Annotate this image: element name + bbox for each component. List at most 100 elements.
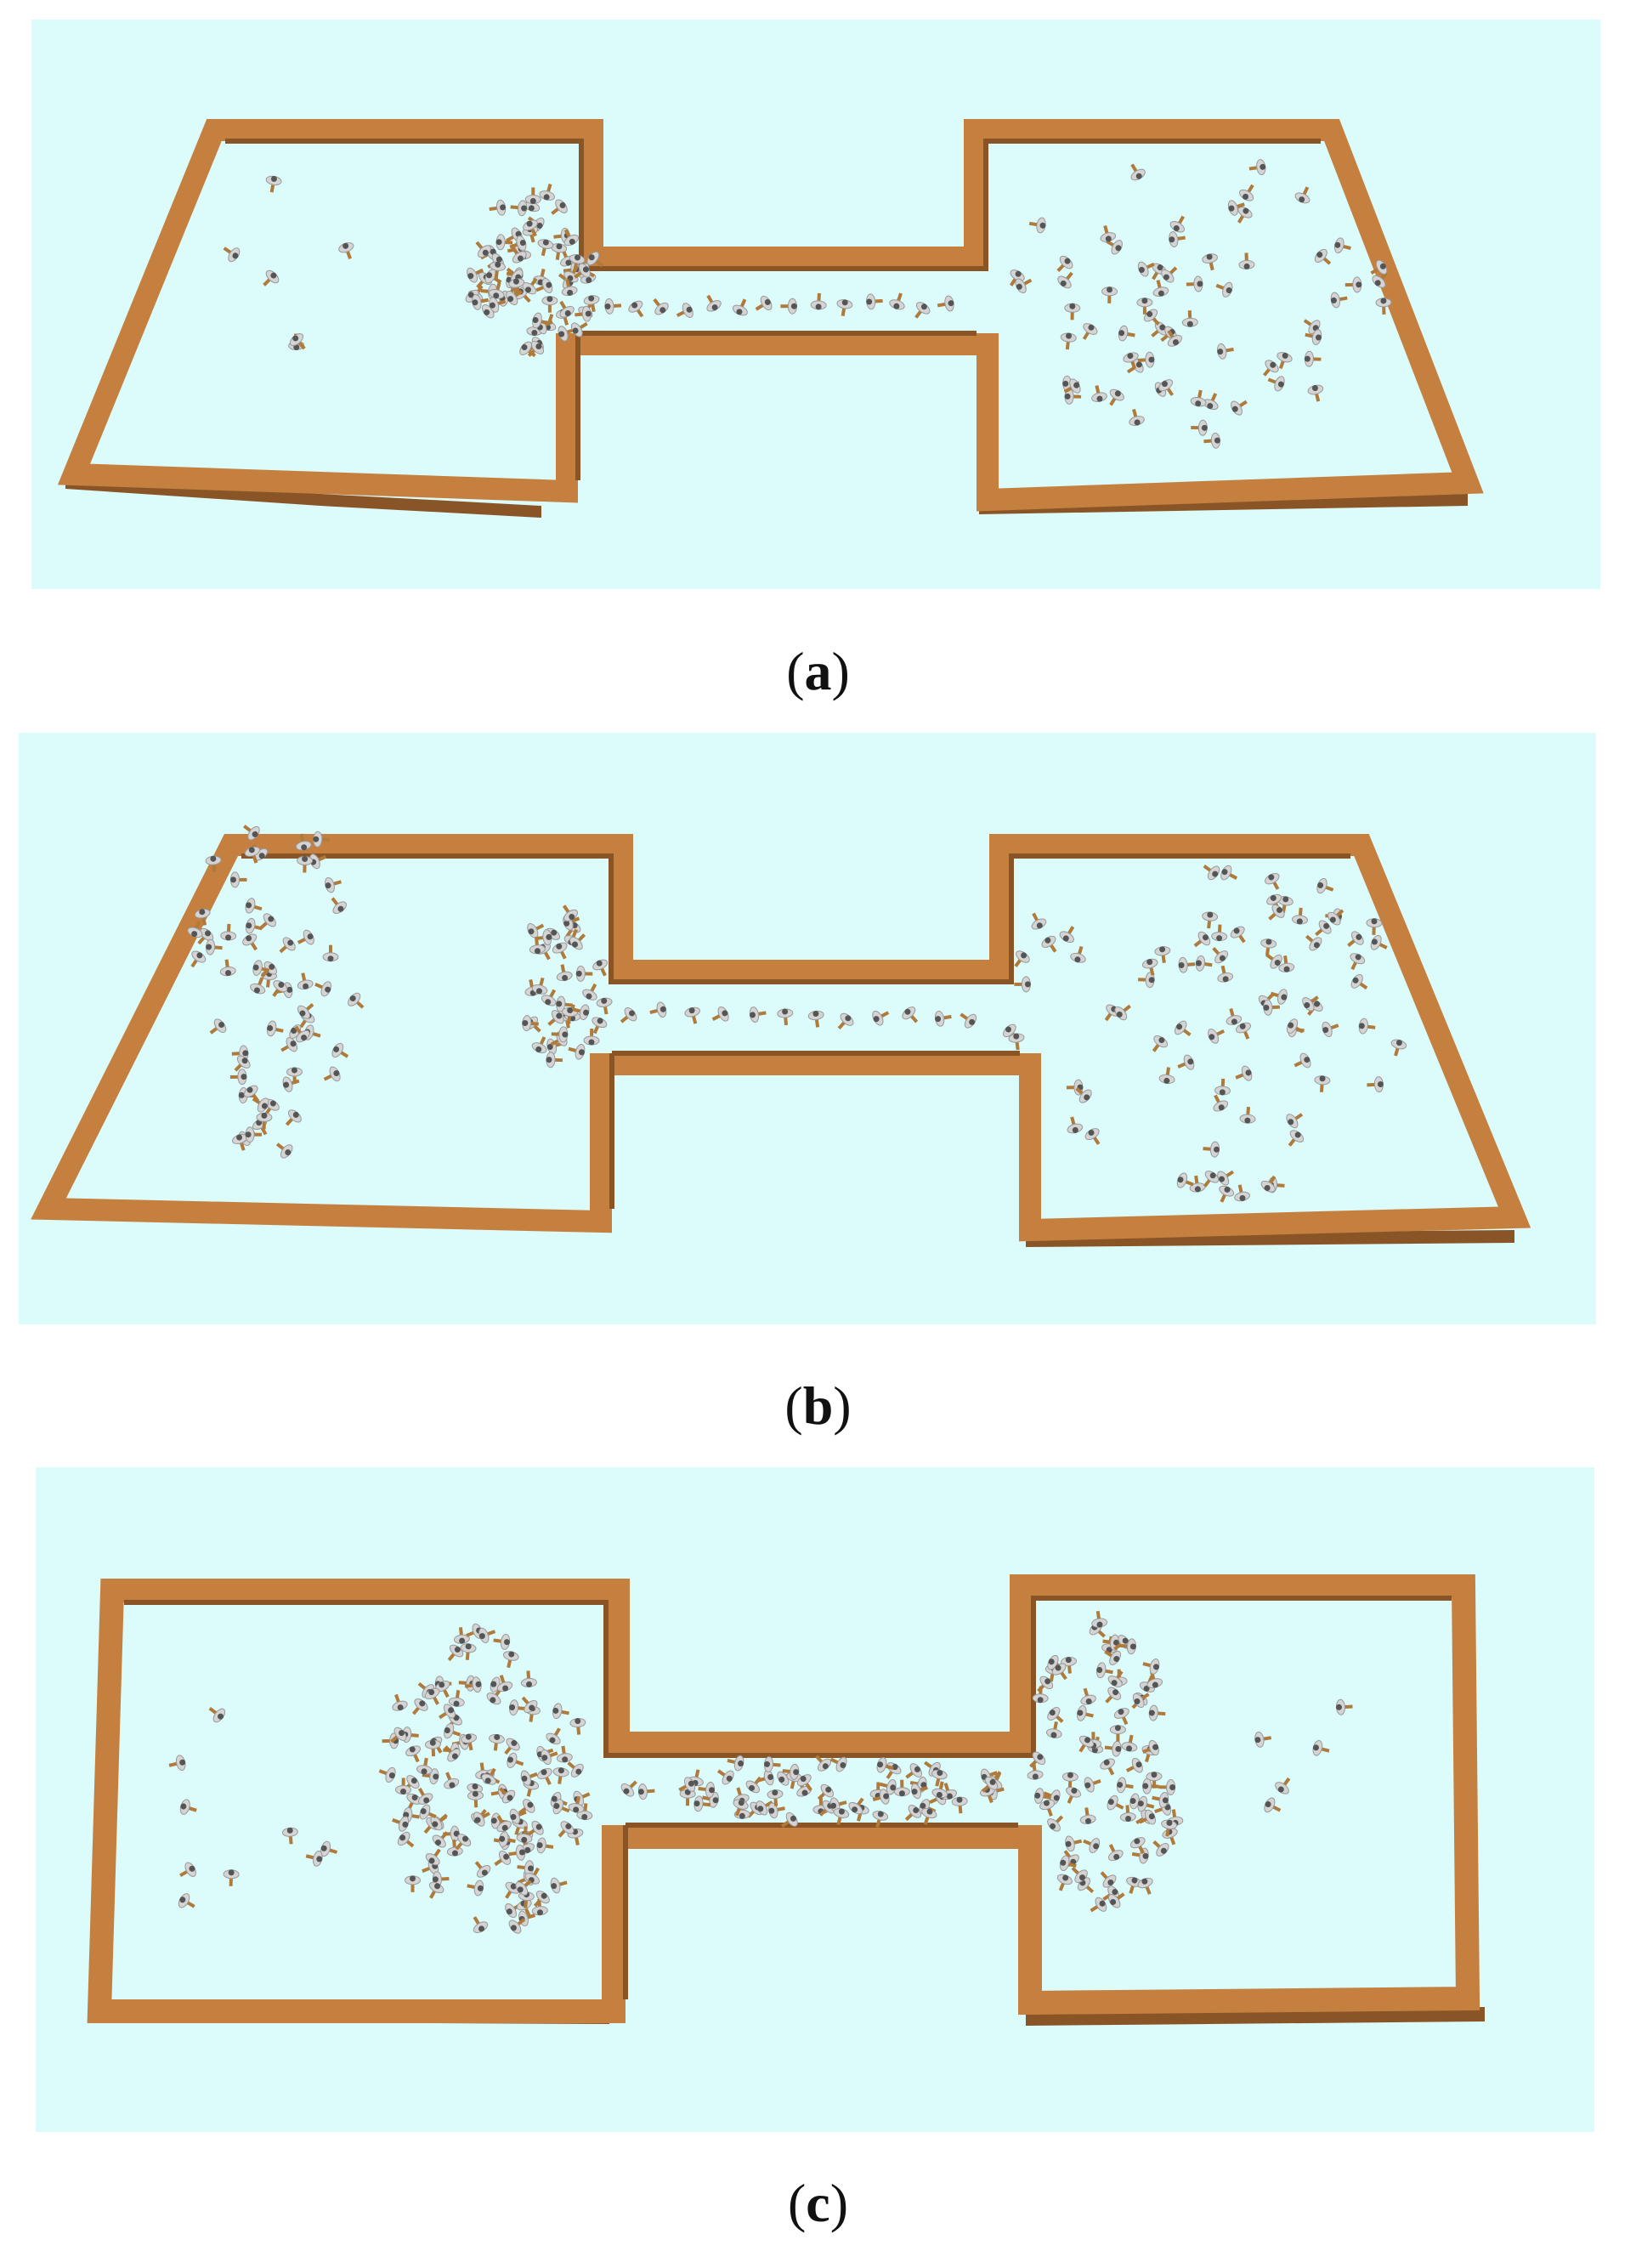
wall-shade — [124, 1596, 1452, 1999]
pedestrian — [446, 1839, 463, 1857]
pedestrian — [507, 1752, 524, 1768]
pedestrian — [1358, 1018, 1376, 1035]
pedestrian — [763, 1756, 781, 1772]
pedestrian — [1174, 1020, 1192, 1037]
pedestrian — [448, 1690, 465, 1707]
pedestrian — [1330, 292, 1348, 309]
pedestrian — [506, 290, 524, 305]
pedestrian — [620, 1007, 637, 1023]
pedestrian — [1084, 1128, 1101, 1145]
pedestrian — [190, 950, 207, 968]
pedestrian — [243, 1085, 260, 1103]
pedestrian — [219, 959, 236, 977]
pedestrian — [777, 1008, 794, 1026]
pedestrian — [914, 302, 931, 319]
pedestrian — [520, 1770, 538, 1786]
pedestrian — [1059, 1855, 1077, 1872]
pedestrian — [1235, 1065, 1253, 1081]
pedestrian — [309, 853, 327, 870]
pedestrian — [297, 1003, 314, 1019]
pedestrian — [1375, 298, 1392, 315]
pedestrian — [1294, 186, 1310, 204]
pedestrian — [1202, 253, 1218, 271]
pedestrian — [749, 1006, 767, 1023]
pedestrian — [473, 1812, 490, 1827]
pedestrian — [727, 1755, 744, 1772]
pedestrian — [1181, 310, 1198, 327]
pedestrian — [1091, 1610, 1108, 1628]
pedestrian — [314, 981, 332, 997]
pedestrian — [1260, 1175, 1277, 1193]
pedestrian — [872, 1789, 890, 1805]
pedestrian — [1015, 278, 1033, 294]
pedestrian — [836, 299, 853, 316]
pedestrian — [499, 1787, 516, 1804]
pedestrian — [265, 175, 282, 193]
pedestrian — [282, 1076, 300, 1092]
pedestrian — [628, 300, 644, 318]
pedestrian — [1059, 926, 1075, 944]
pedestrian — [495, 234, 513, 251]
pedestrian — [1121, 1734, 1138, 1752]
pedestrian — [397, 1831, 415, 1848]
pedestrian — [1189, 1175, 1206, 1193]
pedestrian — [1104, 1740, 1122, 1757]
pedestrian — [568, 1795, 585, 1813]
pedestrian — [1167, 329, 1182, 347]
pedestrian — [1390, 1039, 1407, 1057]
pedestrian — [1288, 1130, 1305, 1147]
pedestrian — [637, 1783, 655, 1800]
pedestrian — [876, 1757, 894, 1773]
pedestrian — [1254, 1731, 1272, 1748]
pedestrian — [1190, 389, 1207, 407]
pedestrian — [1028, 217, 1046, 234]
pedestrian — [434, 1681, 450, 1698]
pedestrian — [467, 267, 484, 283]
pedestrian — [1146, 1772, 1163, 1789]
pedestrian — [1305, 329, 1322, 345]
pedestrian — [475, 241, 492, 258]
pedestrian — [527, 922, 545, 938]
pedestrian — [568, 1044, 586, 1060]
pedestrian — [520, 1670, 537, 1687]
pedestrian — [508, 1918, 526, 1934]
pedestrian — [1141, 1739, 1159, 1756]
pedestrian — [1071, 1867, 1088, 1884]
pedestrian — [168, 1755, 186, 1772]
pedestrian — [1211, 924, 1228, 942]
pedestrian — [499, 1831, 516, 1848]
pedestrian — [286, 1067, 303, 1085]
pedestrian — [428, 1881, 444, 1899]
pedestrian — [206, 938, 223, 955]
pedestrian — [439, 1704, 456, 1720]
pedestrian — [1231, 400, 1248, 416]
pedestrian — [411, 1698, 428, 1715]
pedestrian — [1061, 1772, 1078, 1789]
pedestrian — [1366, 918, 1383, 935]
pedestrian — [504, 1738, 520, 1755]
pedestrian — [245, 1126, 263, 1143]
pedestrian — [252, 960, 270, 976]
pedestrian — [1014, 950, 1030, 967]
pedestrian — [1100, 1871, 1117, 1888]
pedestrian — [1039, 1799, 1056, 1817]
pedestrian — [508, 1844, 526, 1861]
pedestrian — [1350, 953, 1366, 971]
pedestrian — [561, 279, 578, 297]
pedestrian — [541, 296, 558, 313]
pedestrian — [1034, 1788, 1051, 1805]
pedestrian — [493, 1633, 511, 1650]
pedestrian — [424, 1739, 441, 1757]
pedestrian — [1056, 1874, 1073, 1891]
pedestrian — [905, 1763, 922, 1779]
pedestrian — [596, 997, 613, 1015]
pedestrian — [489, 199, 507, 216]
pedestrian — [1347, 931, 1364, 947]
pedestrian — [1101, 286, 1118, 303]
scene-a-svg — [57, 119, 1484, 518]
pedestrian — [1070, 945, 1086, 963]
pedestrian — [1041, 935, 1057, 953]
pedestrian — [848, 1797, 864, 1815]
pedestrian — [698, 1782, 716, 1798]
pedestrian — [1047, 1815, 1064, 1832]
